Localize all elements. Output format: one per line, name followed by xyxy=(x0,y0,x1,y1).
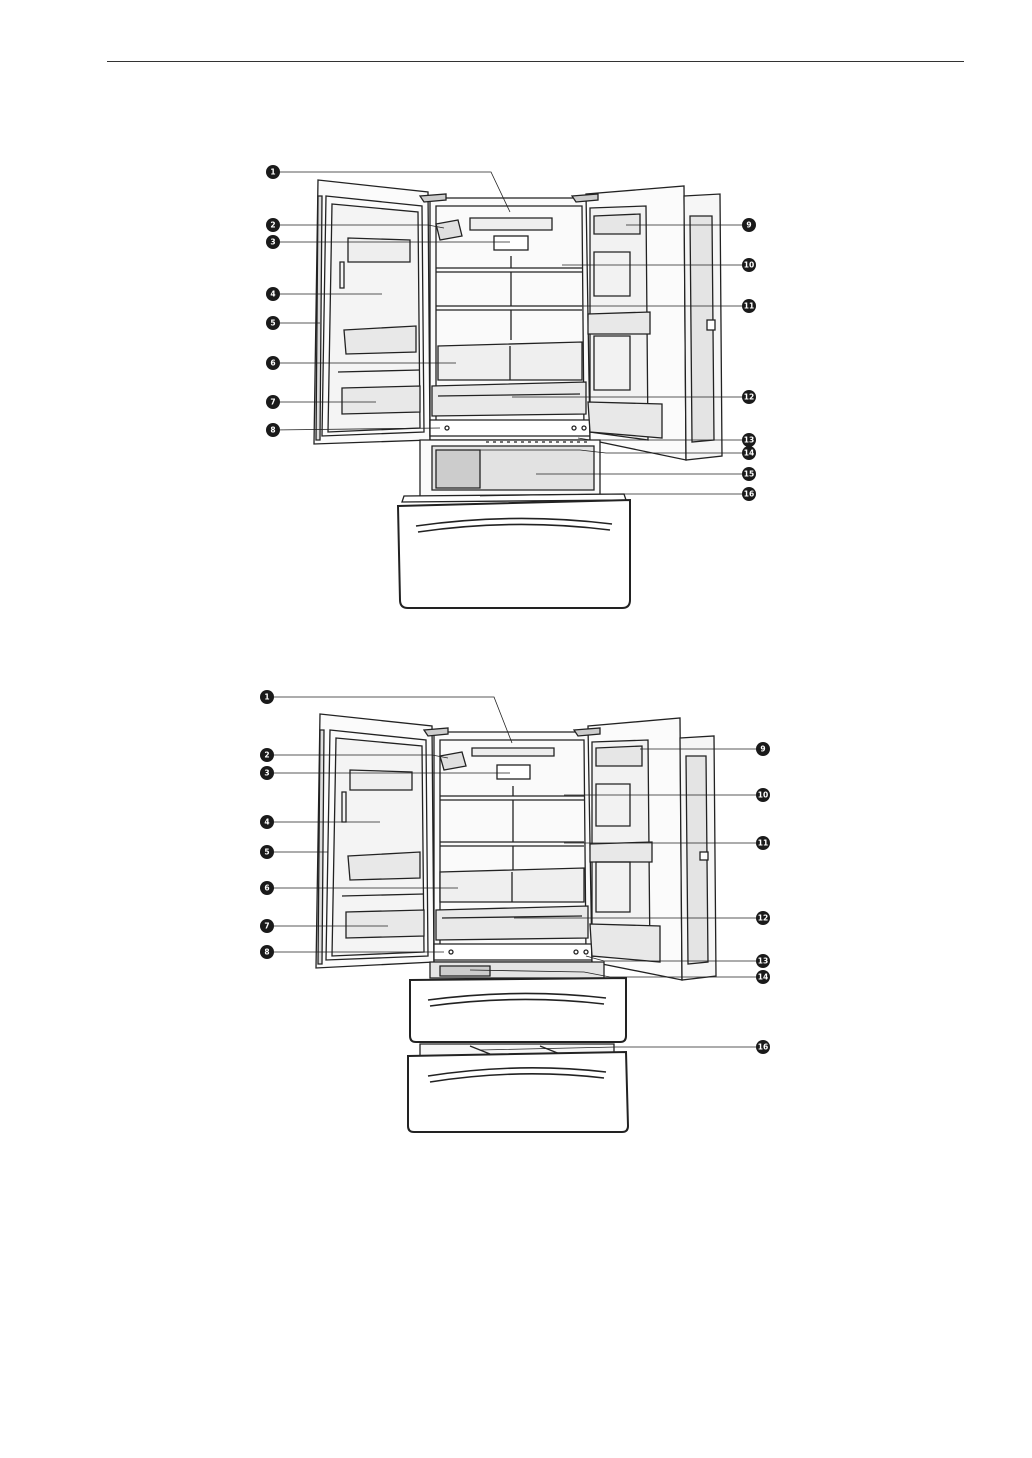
svg-text:12: 12 xyxy=(744,393,754,402)
callout-badge: 1 xyxy=(266,165,280,179)
light-cover xyxy=(470,218,552,230)
callout-badge: 8 xyxy=(266,423,280,437)
fridge-diagram-single-drawer: 1 2 3 4 5 6 7 8 9 10 11 12 13 14 15 16 xyxy=(0,0,1032,640)
pantry-drawer xyxy=(432,382,586,416)
callout-badge: 16 xyxy=(742,487,756,501)
svg-text:3: 3 xyxy=(270,238,275,247)
svg-text:14: 14 xyxy=(758,973,768,982)
svg-text:11: 11 xyxy=(758,839,768,848)
control-panel xyxy=(497,765,530,779)
door-bin xyxy=(344,326,416,354)
svg-text:8: 8 xyxy=(270,426,275,435)
callout-badge: 11 xyxy=(756,836,770,850)
callout-badge: 5 xyxy=(260,845,274,859)
callout-badge: 3 xyxy=(266,235,280,249)
callout-badge: 14 xyxy=(742,446,756,460)
svg-text:16: 16 xyxy=(744,490,754,499)
callout-badge: 3 xyxy=(260,766,274,780)
callout-badge: 16 xyxy=(756,1040,770,1054)
svg-text:2: 2 xyxy=(270,221,275,230)
door-bin xyxy=(594,214,640,234)
callout-badge: 13 xyxy=(742,433,756,447)
callout-badge: 4 xyxy=(266,287,280,301)
svg-text:11: 11 xyxy=(744,302,754,311)
svg-text:16: 16 xyxy=(758,1043,768,1052)
control-panel xyxy=(494,236,528,250)
fridge-illustration: 1 2 3 4 5 6 7 8 9 10 11 12 13 14 15 16 xyxy=(0,0,1032,640)
svg-text:14: 14 xyxy=(744,449,754,458)
door-bin xyxy=(348,852,420,880)
door-bin xyxy=(342,386,420,414)
fridge-illustration: 1 2 3 4 5 6 7 8 9 10 11 12 13 14 16 xyxy=(0,640,1032,1160)
svg-text:8: 8 xyxy=(264,948,269,957)
svg-text:4: 4 xyxy=(270,290,275,299)
svg-text:1: 1 xyxy=(270,168,275,177)
svg-text:2: 2 xyxy=(264,751,269,760)
callout-badge: 2 xyxy=(260,748,274,762)
callout-badge: 12 xyxy=(756,911,770,925)
callout-badge: 14 xyxy=(756,970,770,984)
callout-badge: 9 xyxy=(742,218,756,232)
svg-text:6: 6 xyxy=(270,359,275,368)
svg-text:9: 9 xyxy=(760,745,765,754)
callout-badge: 1 xyxy=(260,690,274,704)
door-bin xyxy=(588,402,662,438)
door-bin xyxy=(346,910,424,938)
svg-text:5: 5 xyxy=(270,319,275,328)
svg-text:6: 6 xyxy=(264,884,269,893)
door-bin xyxy=(596,746,642,766)
callout-badge: 8 xyxy=(260,945,274,959)
light-cover xyxy=(472,748,554,756)
callout-badge: 11 xyxy=(742,299,756,313)
svg-text:13: 13 xyxy=(744,436,754,445)
callout-badge: 10 xyxy=(756,788,770,802)
callout-badge: 7 xyxy=(260,919,274,933)
svg-text:15: 15 xyxy=(744,470,754,479)
callout-badge: 13 xyxy=(756,954,770,968)
svg-text:12: 12 xyxy=(758,914,768,923)
svg-text:7: 7 xyxy=(264,922,269,931)
freezer-drawer-front[interactable] xyxy=(398,500,630,608)
pantry-drawer xyxy=(436,906,588,940)
callout-badge: 12 xyxy=(742,390,756,404)
fridge-diagram-double-drawer: 1 2 3 4 5 6 7 8 9 10 11 12 13 14 16 xyxy=(0,640,1032,1160)
ice-maker xyxy=(440,752,466,770)
svg-text:3: 3 xyxy=(264,769,269,778)
callout-badge: 15 xyxy=(742,467,756,481)
callout-badge: 5 xyxy=(266,316,280,330)
door-bin xyxy=(590,924,660,962)
callout-badge: 10 xyxy=(742,258,756,272)
door-bin xyxy=(588,312,650,334)
callout-badge: 9 xyxy=(756,742,770,756)
upper-freezer-drawer-front[interactable] xyxy=(410,978,626,1042)
svg-text:7: 7 xyxy=(270,398,275,407)
ice-maker xyxy=(436,220,462,240)
callout-badge: 6 xyxy=(260,881,274,895)
lower-freezer-drawer-front[interactable] xyxy=(408,1052,628,1132)
svg-text:13: 13 xyxy=(758,957,768,966)
callout-badge: 4 xyxy=(260,815,274,829)
callout-badge: 6 xyxy=(266,356,280,370)
door-bin xyxy=(590,842,652,862)
svg-text:9: 9 xyxy=(746,221,751,230)
callout-badge: 7 xyxy=(266,395,280,409)
svg-text:10: 10 xyxy=(744,261,754,270)
callout-badge: 2 xyxy=(266,218,280,232)
svg-text:1: 1 xyxy=(264,693,269,702)
svg-text:5: 5 xyxy=(264,848,269,857)
svg-text:4: 4 xyxy=(264,818,269,827)
svg-text:10: 10 xyxy=(758,791,768,800)
